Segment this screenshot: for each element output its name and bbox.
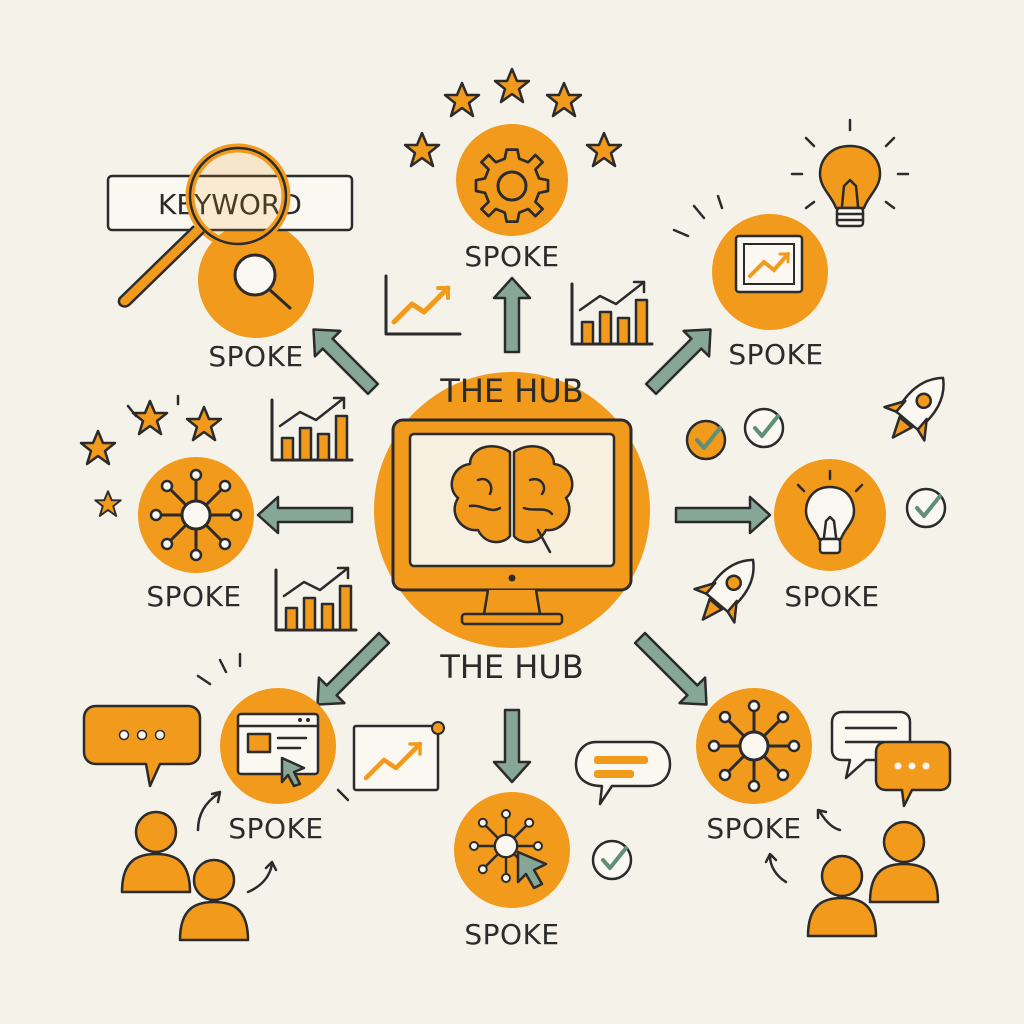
bar-chart-icon	[270, 396, 354, 462]
checkmark-icon	[685, 419, 727, 461]
network-icon	[149, 468, 243, 562]
star-icon	[493, 67, 531, 104]
spoke-bottom-left: SPOKE	[82, 652, 350, 942]
browser-click-icon	[236, 712, 320, 788]
spoke-label: SPOKE	[464, 918, 559, 951]
spoke-top-left: KEYWORD SPOKE	[106, 143, 354, 373]
lightbulb-icon	[790, 118, 910, 228]
arrow-right	[674, 495, 772, 535]
trend-frame-icon	[352, 721, 445, 792]
network-icon	[707, 699, 801, 793]
spoke-label: SPOKE	[784, 580, 879, 613]
hub: THE HUB THE HUB	[374, 372, 650, 686]
spoke-label: SPOKE	[146, 580, 241, 613]
spoke-top: SPOKE	[403, 67, 623, 273]
star-icon	[94, 490, 122, 517]
arrow-up	[492, 276, 532, 354]
person-icon	[120, 810, 192, 894]
person-icon	[178, 858, 250, 942]
bar-chart-icon	[274, 566, 358, 632]
arrow-up-left	[312, 328, 380, 396]
spoke-bottom-right: SPOKE	[696, 688, 952, 938]
chat-bubble-icon	[830, 710, 912, 780]
arrow-down-right	[633, 631, 708, 706]
spoke-left: SPOKE	[79, 394, 254, 613]
star-icon	[443, 81, 481, 118]
hub-label-bottom: THE HUB	[439, 648, 583, 686]
arrow-up-right	[644, 328, 712, 396]
star-icon	[585, 131, 623, 168]
spoke-right: SPOKE	[681, 359, 965, 638]
spoke-label: SPOKE	[728, 338, 823, 371]
spoke-bottom: SPOKE	[454, 740, 672, 951]
person-icon	[806, 854, 878, 938]
star-icon	[79, 429, 117, 466]
arrow-down	[492, 708, 532, 784]
gear-icon	[474, 148, 550, 223]
lightbulb-icon	[796, 469, 864, 555]
spoke-label: SPOKE	[228, 812, 323, 845]
star-icon	[545, 81, 583, 118]
rocket-icon	[871, 359, 965, 456]
cursor-icon	[516, 850, 548, 890]
chat-bubble-icon	[574, 740, 672, 806]
star-icon	[403, 131, 441, 168]
chart-icon	[734, 234, 804, 294]
spoke-label: SPOKE	[208, 340, 303, 373]
checkmark-icon	[591, 839, 633, 881]
arrow-down-left	[316, 631, 391, 706]
star-icon	[131, 399, 169, 436]
spoke-label: SPOKE	[464, 240, 559, 273]
hub-label-top: THE HUB	[439, 372, 583, 410]
arrows	[256, 276, 772, 784]
spoke-label: SPOKE	[706, 812, 801, 845]
spoke-top-right: SPOKE	[672, 118, 910, 371]
trend-chart-icon	[386, 276, 460, 334]
arrow-left	[256, 495, 354, 535]
brain-icon	[450, 445, 574, 554]
checkmark-icon	[743, 407, 785, 449]
magnifier-icon	[117, 143, 292, 310]
chat-bubble-icon	[82, 704, 202, 788]
star-icon	[185, 405, 223, 442]
person-icon	[868, 820, 940, 904]
bar-chart-icon	[570, 280, 654, 346]
rocket-icon	[681, 541, 775, 638]
checkmark-icon	[905, 487, 947, 529]
chat-bubble-icon	[874, 740, 952, 808]
